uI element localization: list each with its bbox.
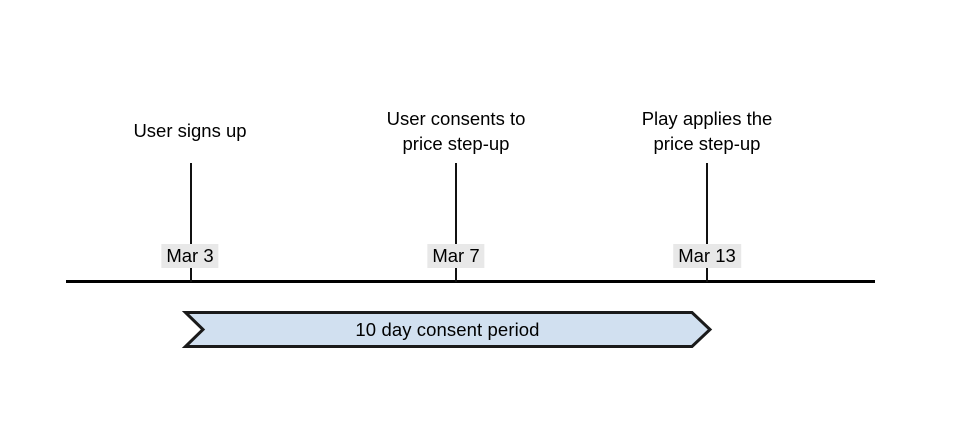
- milestone-tick-play-applies-step-up: [706, 163, 708, 282]
- consent-period-banner: 10 day consent period: [181, 311, 713, 348]
- banner-arrow-shape: [181, 311, 713, 348]
- event-caption-user-signs-up: User signs up: [133, 120, 247, 141]
- event-caption-user-consents: User consents to price step-up: [386, 108, 526, 154]
- date-chip-mar-7: Mar 7: [427, 244, 485, 268]
- milestone-tick-user-consents: [455, 163, 457, 282]
- date-chip-mar-3: Mar 3: [161, 244, 219, 268]
- timeline-axis: [66, 280, 875, 283]
- milestone-tick-user-signs-up: [190, 163, 192, 282]
- date-chip-mar-13: Mar 13: [673, 244, 741, 268]
- event-caption-play-applies-step-up: Play applies the price step-up: [641, 108, 773, 154]
